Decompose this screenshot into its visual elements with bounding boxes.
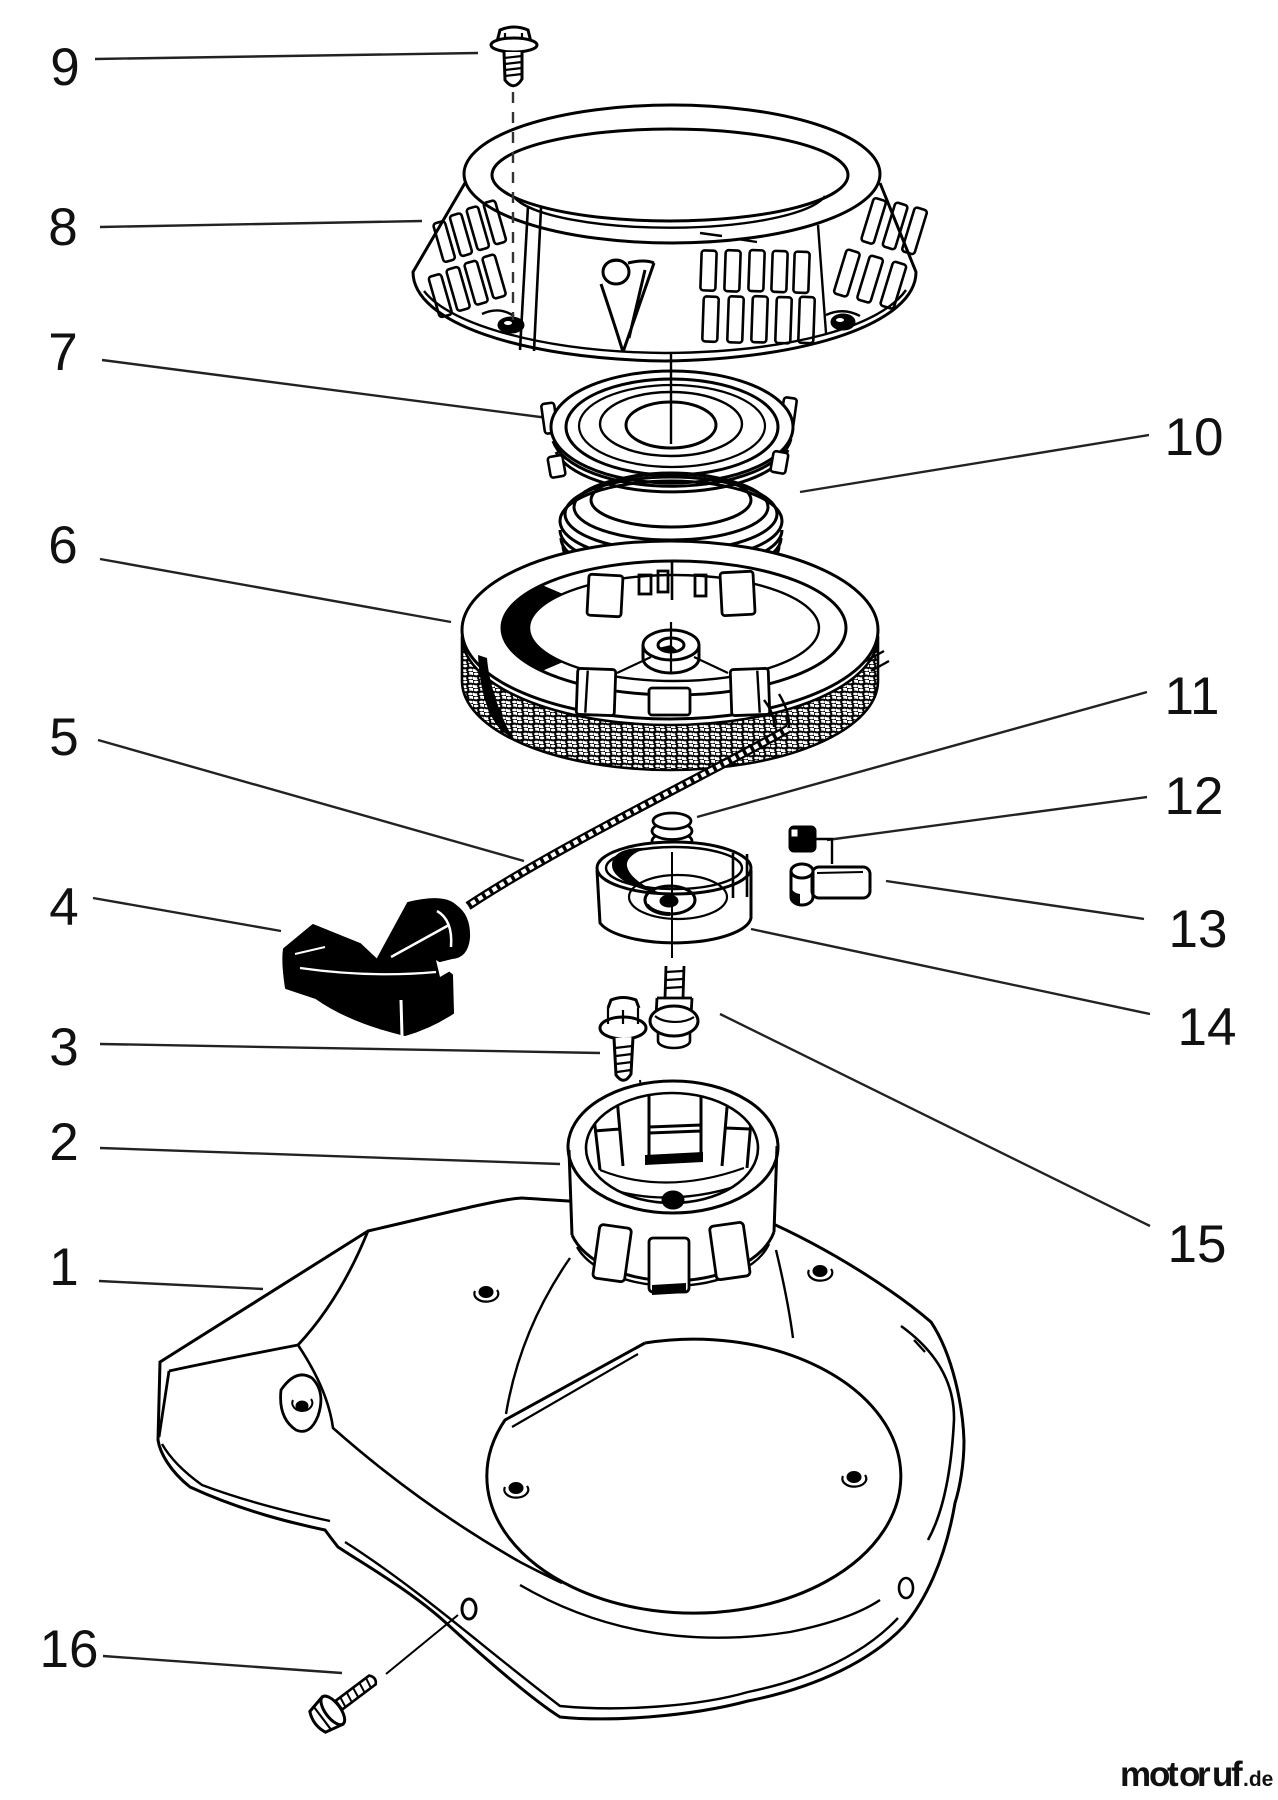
svg-text:1: 1	[49, 1238, 78, 1297]
svg-text:5: 5	[49, 708, 78, 767]
svg-text:7: 7	[48, 323, 77, 382]
svg-text:o: o	[1149, 1755, 1170, 1794]
svg-text:t: t	[1167, 1755, 1179, 1794]
svg-text:10: 10	[1165, 408, 1224, 467]
svg-text:15: 15	[1168, 1215, 1227, 1274]
svg-text:f: f	[1231, 1755, 1243, 1794]
svg-text:o: o	[1179, 1755, 1200, 1794]
svg-text:r: r	[1197, 1755, 1211, 1794]
svg-text:m: m	[1120, 1755, 1151, 1794]
svg-text:14: 14	[1178, 998, 1237, 1057]
svg-text:u: u	[1212, 1755, 1233, 1794]
svg-text:16: 16	[40, 1620, 99, 1679]
svg-text:3: 3	[49, 1018, 78, 1077]
svg-text:9: 9	[50, 38, 79, 97]
svg-text:4: 4	[49, 878, 78, 937]
svg-text:2: 2	[49, 1113, 78, 1172]
svg-text:11: 11	[1164, 667, 1219, 726]
svg-text:8: 8	[48, 198, 77, 257]
svg-text:.de: .de	[1243, 1768, 1273, 1791]
svg-text:12: 12	[1165, 767, 1224, 826]
svg-text:13: 13	[1169, 900, 1228, 959]
svg-text:6: 6	[48, 516, 77, 575]
